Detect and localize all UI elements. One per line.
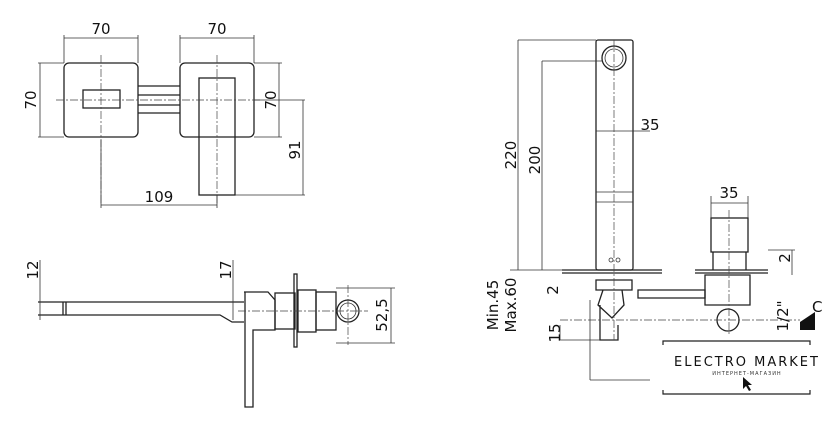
dim-outlet-height: 200 [526,146,544,175]
dim-gap-left: 2 [544,285,562,295]
dim-center-distance: 109 [145,188,174,206]
knob [710,217,749,253]
section-arrow-icon [800,312,815,330]
watermark: ELECTRO MARKET ИНТЕРНЕТ-МАГАЗИН [658,335,820,405]
dim-handle-drop: 91 [286,140,304,159]
dim-spout-tip: 17 [217,260,235,279]
section-label: C [812,298,822,316]
dim-total-height: 220 [502,141,520,170]
dim-thread: 1/2" [774,300,792,331]
dim-height-left: 70 [22,90,40,109]
dim-spout-width: 35 [640,116,659,134]
spout [38,301,244,323]
dim-spout-thickness: 12 [24,260,42,279]
lever-body [244,291,276,408]
dim-body-depth: 52,5 [373,298,391,331]
spout-column [595,39,634,271]
connecting-pipe [138,85,180,114]
dim-gap-right: 2 [776,253,794,263]
dim-width-left: 70 [91,20,110,38]
dim-max-depth: Max.60 [502,278,520,333]
left-slot [82,89,121,109]
side-view: 12 17 52,5 [24,260,395,408]
dim-min-depth: Min.45 [484,280,502,330]
front-view: 70 70 70 70 91 109 [22,20,305,208]
plate-left [562,269,662,274]
dim-knob-width: 35 [719,184,738,202]
dim-height-right: 70 [262,90,280,109]
wall-plate [293,273,298,348]
connector-pipe [637,289,706,299]
watermark-title: ELECTRO MARKET [674,355,820,370]
dim-offset: 15 [546,323,564,342]
cursor-icon [743,377,752,391]
profile-view: 220 200 35 35 2 2 Min.45 Max.60 15 1/2" … [484,39,822,381]
dim-width-right: 70 [207,20,226,38]
watermark-subtitle: ИНТЕРНЕТ-МАГАЗИН [712,371,781,377]
